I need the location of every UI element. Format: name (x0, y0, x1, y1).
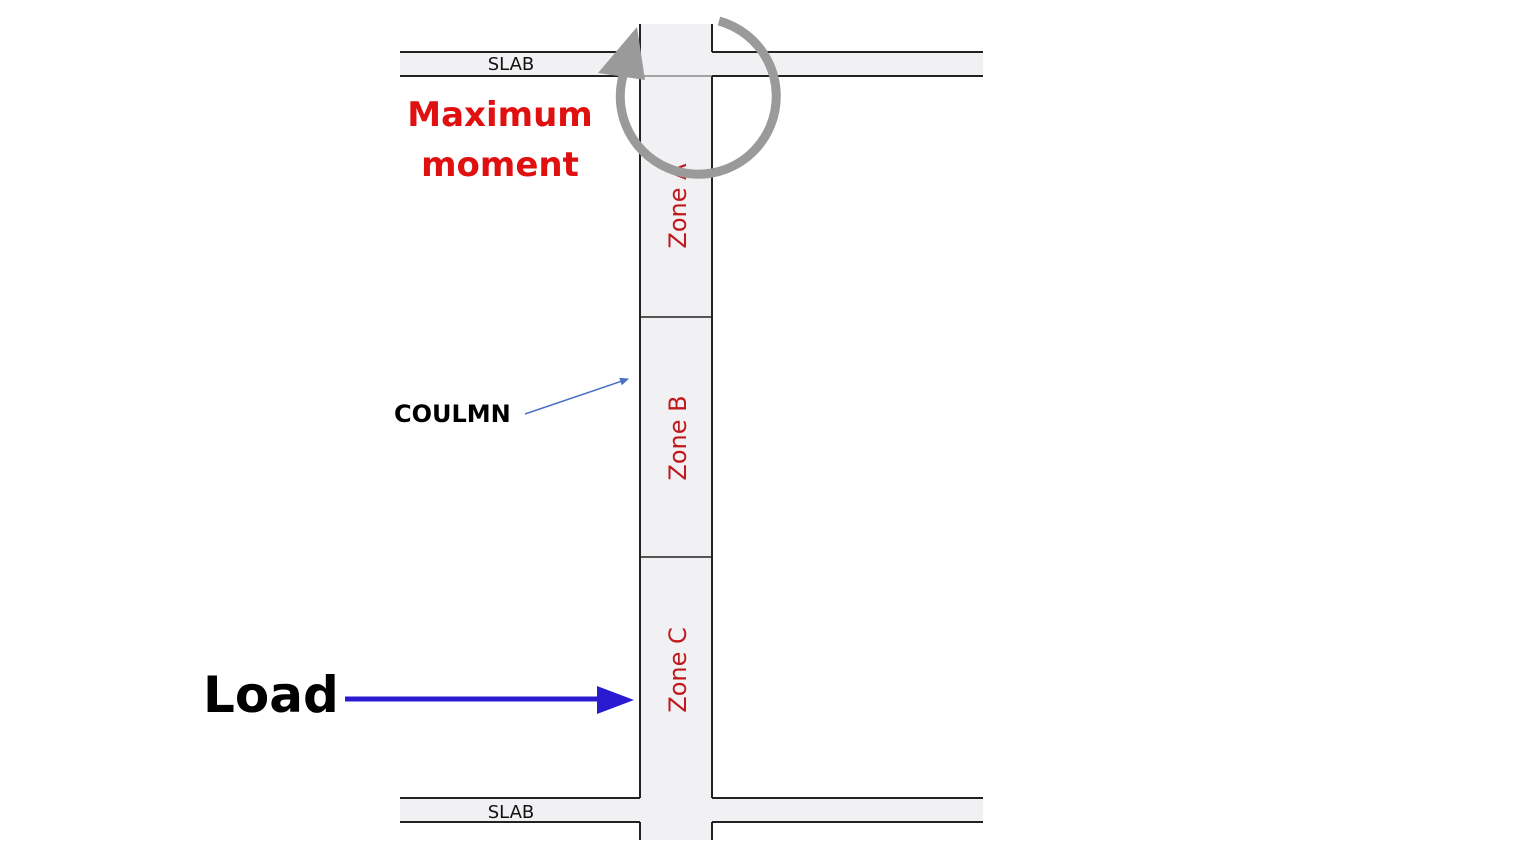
zone-c-label: Zone C (664, 627, 692, 713)
bottom-slab-label: SLAB (488, 802, 535, 823)
load-label: Load (203, 666, 339, 724)
zone-b-label: Zone B (664, 395, 692, 480)
column-label: COULMN (394, 400, 511, 428)
rotation-arrow-icon (598, 16, 781, 179)
bottom-slab: SLAB (400, 797, 983, 823)
top-slab-label: SLAB (488, 54, 535, 75)
moment-label-line2: moment (421, 145, 579, 185)
load-arrow-icon (345, 686, 634, 714)
pointer-arrow-icon (524, 377, 629, 415)
moment-label-line1: Maximum (407, 95, 592, 135)
